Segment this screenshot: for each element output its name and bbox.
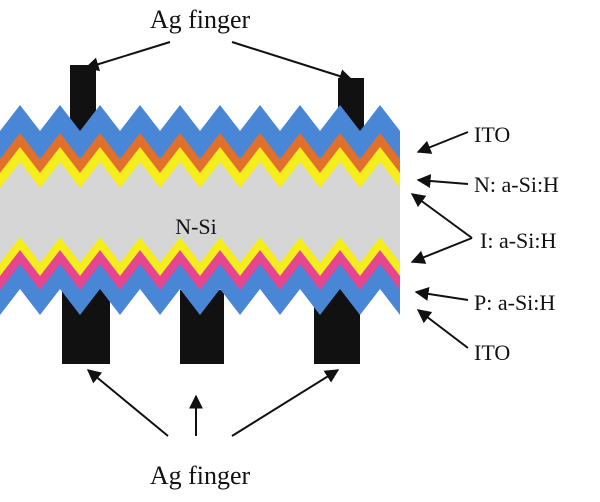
arrow-i-layer-bottom	[410, 237, 473, 264]
arrow-ag-top-right	[231, 41, 354, 83]
label-n-layer: N: a-Si:H	[474, 172, 559, 197]
arrow-ito-bottom	[416, 309, 469, 349]
i-a-si-h-top-layer	[0, 143, 400, 188]
arrow-ag-bottom-left	[86, 369, 169, 437]
arrow-i-layer-top	[410, 193, 473, 239]
arrow-p-layer	[414, 286, 469, 301]
arrow-n-layer	[416, 174, 469, 188]
arrow-ag-top-left	[84, 41, 171, 71]
label-i-layer: I: a-Si:H	[480, 228, 556, 253]
n-a-si-h-layer	[0, 129, 400, 173]
label-ito-bottom: ITO	[474, 340, 510, 365]
ito-top-layer	[0, 105, 400, 159]
i-a-si-h-bottom-layer	[0, 233, 400, 276]
arrow-ag-bottom-right	[231, 369, 340, 437]
p-a-si-h-layer	[0, 248, 400, 290]
label-ag-finger-top: Ag finger	[150, 5, 251, 34]
label-ag-finger-bottom: Ag finger	[150, 461, 251, 490]
label-p-layer: P: a-Si:H	[474, 290, 555, 315]
layer-stack	[0, 105, 400, 315]
arrow-ito-top	[416, 131, 469, 154]
label-substrate: N-Si	[175, 214, 217, 239]
label-ito-top: ITO	[474, 122, 510, 147]
n-si-substrate	[0, 147, 400, 263]
